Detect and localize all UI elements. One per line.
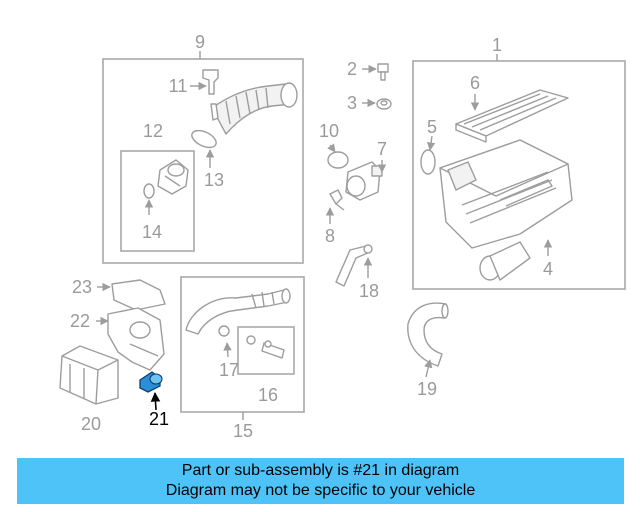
part-14-oring[interactable] — [143, 183, 155, 215]
callout-11: 11 — [169, 76, 188, 96]
callout-23: 23 — [72, 277, 92, 297]
banner-line-1: Part or sub-assembly is #21 in diagram — [181, 462, 460, 479]
callout-15: 15 — [233, 421, 253, 441]
callout-6: 6 — [470, 73, 480, 93]
callout-9: 9 — [195, 32, 205, 52]
part-22-housing[interactable] — [96, 307, 165, 371]
part-10-clamp[interactable] — [327, 143, 349, 169]
callout-21: 21 — [149, 409, 169, 429]
callout-8: 8 — [325, 226, 335, 246]
part-3-grommet[interactable] — [362, 98, 392, 110]
part-19-tube[interactable] — [407, 302, 449, 378]
callout-1: 1 — [492, 35, 502, 55]
group-box-16 — [237, 326, 295, 375]
part-16-bolts[interactable] — [246, 335, 285, 359]
callout-13: 13 — [204, 170, 224, 190]
callout-5: 5 — [427, 117, 437, 137]
part-13-clamp[interactable] — [189, 127, 218, 168]
part-2-bolt[interactable] — [362, 63, 389, 81]
part-6-filter[interactable] — [455, 89, 569, 143]
group-box-12 — [120, 150, 195, 252]
group-box-1 — [412, 60, 626, 290]
group-box-9 — [102, 58, 304, 264]
callout-16: 16 — [258, 385, 278, 405]
callout-20: 20 — [81, 414, 101, 434]
part-5-seal[interactable] — [420, 135, 436, 175]
part-21-bolt-highlighted[interactable] — [139, 371, 163, 411]
part-12-sensor[interactable] — [157, 159, 189, 195]
part-18-hose[interactable] — [335, 244, 373, 287]
callout-10: 10 — [319, 121, 339, 141]
callout-14: 14 — [142, 222, 162, 242]
callout-17: 17 — [219, 360, 239, 380]
part-7-maf-sensor[interactable] — [345, 160, 387, 201]
part-20-bracket[interactable] — [59, 345, 119, 405]
part-23-lid[interactable] — [97, 279, 166, 311]
callout-7: 7 — [377, 139, 387, 159]
callout-18: 18 — [359, 281, 379, 301]
callout-2: 2 — [347, 59, 357, 79]
callout-3: 3 — [347, 93, 357, 113]
part-11-clip[interactable] — [190, 69, 219, 95]
info-banner: Part or sub-assembly is #21 in diagram D… — [17, 458, 624, 504]
callout-12: 12 — [143, 121, 163, 141]
callout-19: 19 — [417, 379, 437, 399]
part-17-clip[interactable] — [218, 325, 232, 358]
callout-4: 4 — [543, 259, 553, 279]
part-8-screw[interactable] — [325, 189, 345, 224]
part-15-hose-assembly[interactable] — [185, 288, 291, 335]
callout-22: 22 — [70, 311, 90, 331]
part-4-air-cleaner[interactable] — [439, 139, 573, 281]
banner-line-2: Diagram may not be specific to your vehi… — [165, 482, 476, 499]
part-9-intake-duct[interactable] — [210, 82, 298, 135]
parts-diagram: 9 11 12 13 14 1 2 3 6 5 10 7 8 4 18 23 2… — [59, 32, 626, 441]
